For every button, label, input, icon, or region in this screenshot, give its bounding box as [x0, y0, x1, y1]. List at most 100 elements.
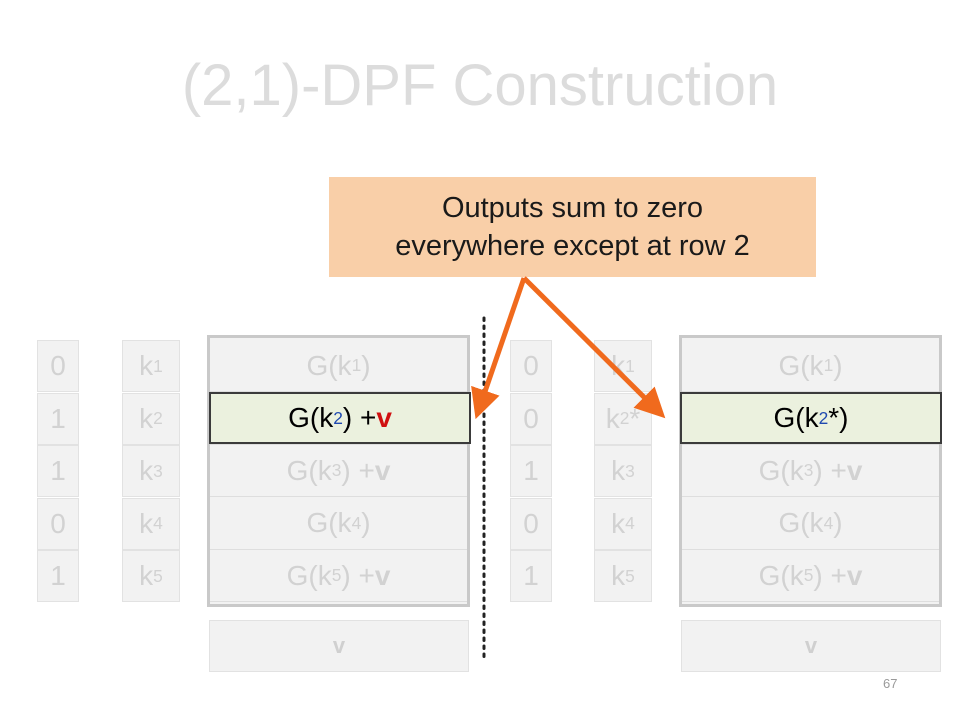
right-output-post: ) + [813, 454, 847, 486]
right-bit-cell: 1 [510, 445, 552, 497]
right-highlight-pre: G(k [773, 402, 819, 433]
left-key-sub: 5 [153, 565, 163, 586]
left-output-v: v [374, 559, 391, 591]
arrow-to-right-row [522, 276, 666, 419]
right-output-pre: G(k [778, 507, 824, 538]
slide-number: 67 [883, 676, 898, 691]
left-output-sub: 3 [331, 460, 342, 480]
right-key-sub: 5 [625, 565, 635, 586]
right-key-sub: 4 [625, 513, 635, 533]
left-bit-cell: 0 [37, 497, 79, 550]
left-highlight-v: v [376, 402, 392, 433]
right-output-pre: G(k [758, 559, 804, 591]
left-output-sub: 4 [351, 512, 362, 533]
left-bit-cell: 1 [37, 550, 79, 602]
left-highlight-post: ) + [342, 402, 377, 433]
right-output-column: G(k1)G(k2*)G(k3) + vG(k4)G(k5) + v [679, 335, 942, 607]
callout-line-2: everywhere except at row 2 [395, 230, 750, 262]
right-bit-cell: 0 [510, 392, 552, 445]
right-v-box: v [681, 620, 941, 672]
left-output-post: ) [361, 349, 371, 381]
right-key-base: k [611, 455, 626, 486]
right-output-post: ) [833, 507, 843, 538]
left-key-base: k [139, 560, 154, 591]
left-output-sub: 1 [351, 355, 362, 375]
right-output-v: v [846, 559, 863, 591]
arrow-to-left-row [471, 277, 527, 420]
right-output-post: ) [833, 349, 843, 381]
right-output-post: ) + [813, 559, 847, 591]
left-highlight-pre: G(k [288, 402, 334, 433]
left-key-sub: 1 [153, 355, 163, 376]
right-output-sub: 3 [803, 460, 814, 480]
right-key-base: k [611, 507, 626, 539]
left-key-sub: 3 [153, 460, 163, 481]
left-key-base: k [139, 350, 154, 381]
left-key-sub: 2 [153, 408, 163, 428]
left-key-base: k [139, 455, 154, 486]
right-output-sub: 1 [823, 355, 834, 375]
right-key-sub: 2 [619, 408, 630, 428]
right-output-sub: 4 [823, 512, 834, 533]
callout-line-1: Outputs sum to zero [441, 192, 704, 224]
left-output-pre: G(k [286, 454, 332, 486]
right-bit-cell: 1 [510, 550, 552, 602]
right-key-sub: 3 [625, 460, 635, 481]
left-v-box: v [209, 620, 469, 672]
right-key-base: k [611, 560, 626, 591]
left-key-base: k [139, 507, 154, 539]
left-output-pre: G(k [286, 559, 332, 591]
right-key-base: k [605, 402, 620, 434]
left-highlight-sub: 2 [333, 407, 343, 428]
left-bit-cell: 1 [37, 392, 79, 445]
right-output-v: v [846, 454, 863, 486]
left-output-post: ) + [341, 454, 375, 486]
right-output-pre: G(k [778, 349, 824, 381]
right-output-pre: G(k [758, 454, 804, 486]
right-output-sub: 5 [803, 565, 814, 585]
right-highlight-post: *) [828, 402, 849, 433]
left-key-base: k [139, 402, 154, 434]
right-key-sub: 1 [625, 355, 635, 376]
left-output-v: v [374, 454, 391, 486]
callout-box: Outputs sum to zero everywhere except at… [329, 177, 816, 277]
right-bit-cell: 0 [510, 340, 552, 392]
slide-title: (2,1)-DPF Construction [181, 53, 779, 118]
left-bit-cell: 1 [37, 445, 79, 497]
left-output-pre: G(k [306, 349, 352, 381]
right-bit-cell: 0 [510, 497, 552, 550]
left-output-post: ) + [341, 559, 375, 591]
left-key-sub: 4 [153, 513, 163, 533]
left-bit-cell: 0 [37, 340, 79, 392]
right-highlight-sub: 2 [818, 407, 829, 428]
left-output-sub: 5 [331, 565, 342, 585]
left-output-post: ) [361, 507, 371, 538]
left-output-pre: G(k [306, 507, 352, 538]
